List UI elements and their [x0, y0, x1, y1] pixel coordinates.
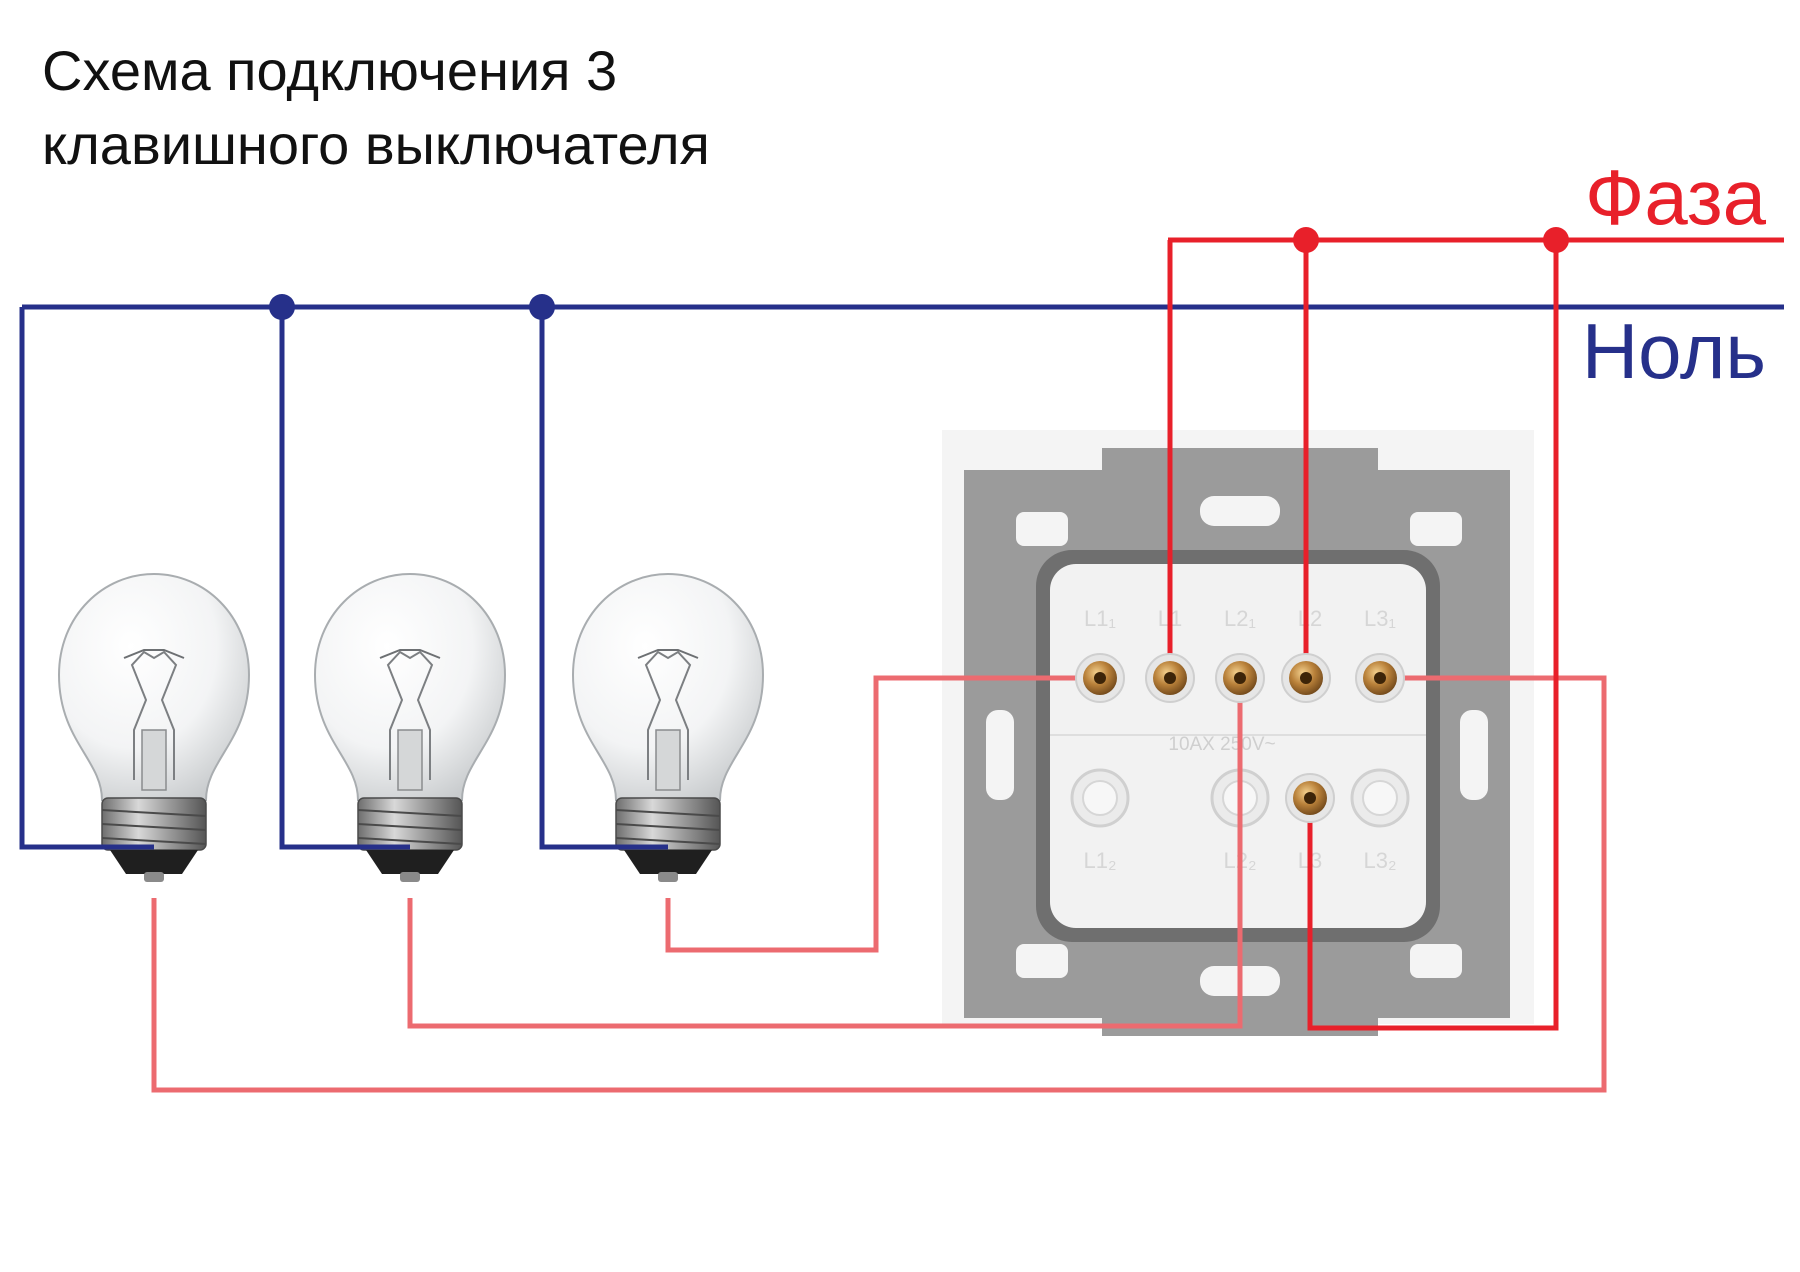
- phase-to-l3: [1307, 240, 1559, 1031]
- plate-slot: [1016, 512, 1068, 546]
- plate-slot: [1410, 512, 1462, 546]
- terminal-l2: [1281, 653, 1331, 703]
- neutral-lamp-3: [539, 307, 668, 850]
- phase-junction-node: [1293, 227, 1319, 253]
- plate-slot: [1200, 496, 1280, 526]
- terminal-label-l1-2: L1₂: [1083, 848, 1116, 873]
- rating-label: 10AX 250V~: [1168, 734, 1275, 755]
- terminal-l1-1: [1075, 653, 1125, 703]
- plate-slot: [1410, 944, 1462, 978]
- diagram-title: Схема подключения 3 клавишного выключате…: [42, 34, 710, 182]
- neutral-label: Ноль: [1581, 307, 1766, 395]
- neutral-wires: [19, 304, 1784, 850]
- wire-lamp-1-to-l3-1: [151, 675, 1607, 1093]
- terminal-label-l2-1: L2₁: [1224, 606, 1256, 631]
- neutral-junction-node: [269, 294, 295, 320]
- switched-wires: [151, 675, 1607, 1093]
- lamp-3: [572, 573, 764, 883]
- neutral-junction-node: [529, 294, 555, 320]
- plate-slot: [986, 710, 1014, 800]
- phase-junction-node: [1543, 227, 1569, 253]
- lamp-1: [58, 573, 250, 883]
- bottom-terminal-labels: L1₂ L2₂ L3 L3₂: [1083, 848, 1396, 873]
- terminal-label-l3-1: L3₁: [1364, 606, 1396, 631]
- terminal-l2-1: [1215, 653, 1265, 703]
- terminal-label-l1-1: L1₁: [1084, 606, 1116, 631]
- lamp-2: [314, 573, 506, 883]
- neutral-lamp-1: [19, 307, 154, 850]
- plate-slot: [1460, 710, 1488, 800]
- terminal-l3: [1285, 773, 1335, 823]
- plate-top-tab: [1102, 448, 1378, 482]
- terminal-l3-1: [1355, 653, 1405, 703]
- wire-lamp-2-to-l2-1: [407, 678, 1243, 1029]
- phase-wires: [1167, 237, 1784, 1031]
- plate-slot: [1016, 944, 1068, 978]
- wire-lamp-3-to-l1-1: [665, 675, 1100, 953]
- phase-label: Фаза: [1585, 153, 1766, 241]
- title-line-1: Схема подключения 3: [42, 39, 618, 102]
- terminal-l1: [1145, 653, 1195, 703]
- title-line-2: клавишного выключателя: [42, 113, 710, 176]
- neutral-lamp-2: [279, 307, 410, 850]
- terminal-label-l2: L2: [1298, 606, 1322, 631]
- terminal-label-l3-2: L3₂: [1363, 848, 1396, 873]
- unused-terminal-l3-2: [1350, 768, 1410, 828]
- unused-terminal-l1-2: [1070, 768, 1130, 828]
